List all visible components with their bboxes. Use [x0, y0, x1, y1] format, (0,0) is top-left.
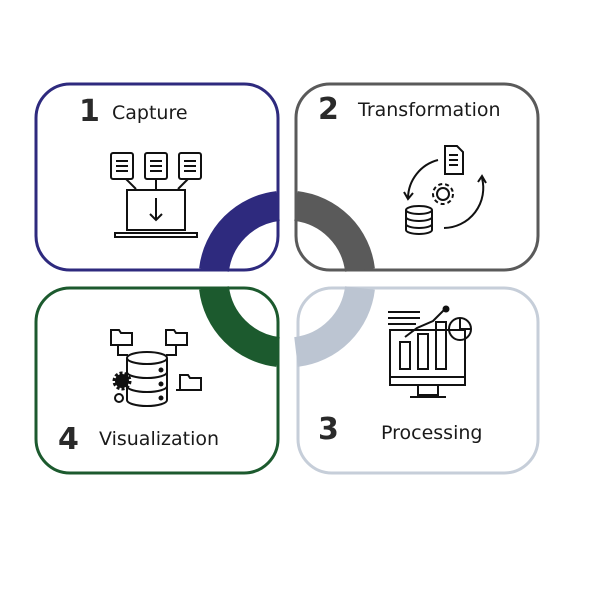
step-number-visualization: 4 [58, 422, 79, 457]
step-label-transformation: Transformation [358, 99, 501, 121]
ring-segment-capture [199, 191, 281, 273]
step-box-visualization [34, 286, 280, 475]
step-label-capture: Capture [112, 102, 188, 124]
step-box-capture [34, 82, 280, 272]
step-box-processing [296, 286, 540, 475]
step-label-processing: Processing [381, 422, 483, 444]
ring-segment-visualization [199, 285, 281, 367]
step-box-transformation [294, 82, 540, 272]
analytics-monitor-icon [388, 305, 472, 398]
laptop-download-icon [110, 152, 202, 238]
database-gear-folders-icon [110, 329, 202, 407]
data-transform-cycle-icon [403, 145, 487, 235]
ring-segment-transformation [293, 191, 375, 273]
step-number-transformation: 2 [318, 92, 339, 127]
ring-segment-processing [293, 285, 375, 367]
step-label-visualization: Visualization [99, 428, 220, 450]
step-number-processing: 3 [318, 412, 339, 447]
step-number-capture: 1 [79, 94, 100, 129]
